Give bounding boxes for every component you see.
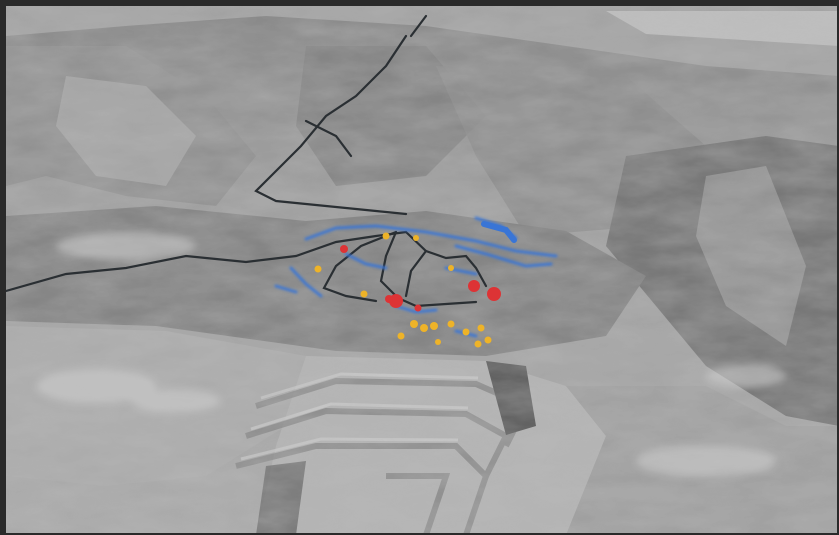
blue-arc-3 [289, 266, 323, 298]
yellow-marker [382, 232, 390, 240]
red-marker [468, 280, 480, 292]
blue-arc-4 [454, 244, 553, 268]
yellow-marker [484, 336, 492, 344]
red-markers [340, 245, 501, 312]
yellow-marker [447, 320, 455, 328]
stream-network [6, 14, 488, 308]
terrain-map [6, 6, 837, 533]
blue-arc-6 [274, 284, 298, 294]
blue-arc-1 [304, 224, 558, 258]
yellow-marker [420, 324, 428, 332]
yellow-marker [397, 332, 405, 340]
creek-2 [409, 14, 428, 38]
yellow-marker [314, 265, 322, 273]
main-stream [6, 230, 408, 293]
north-tributary [254, 34, 408, 216]
branch-d [404, 249, 428, 298]
atmospheric-haze [6, 6, 837, 533]
yellow-marker [413, 235, 419, 241]
blue-arc-5 [344, 252, 388, 270]
yellow-marker [360, 290, 368, 298]
red-marker [414, 304, 422, 312]
red-marker [487, 287, 501, 301]
yellow-marker [435, 339, 441, 345]
blue-features [274, 216, 558, 338]
creek-1 [304, 119, 353, 158]
yellow-marker [462, 328, 470, 336]
yellow-marker [410, 320, 418, 328]
pale-patches [36, 232, 786, 477]
blue-segment-south [394, 304, 438, 314]
yellow-marker [430, 322, 438, 330]
red-marker [385, 295, 393, 303]
branch-a [322, 230, 398, 303]
yellow-marker [448, 265, 454, 271]
branch-b [404, 230, 488, 288]
yellow-markers [314, 232, 492, 348]
blue-bold-arc [481, 221, 517, 243]
yellow-marker [474, 340, 482, 348]
red-marker [340, 245, 348, 253]
yellow-marker [477, 324, 485, 332]
